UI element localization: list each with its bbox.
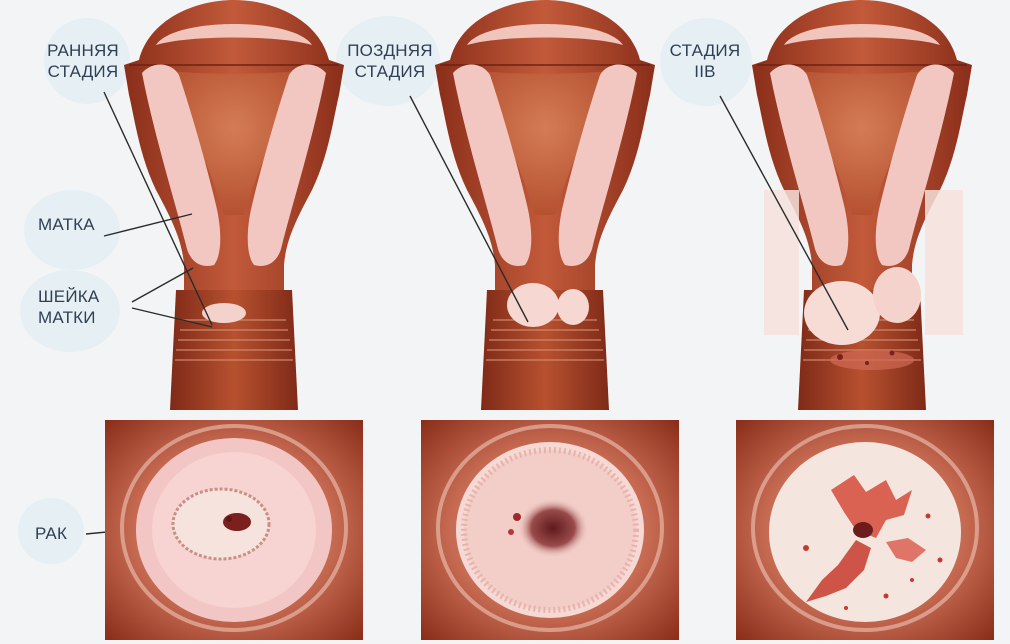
stage-iib-line-2: IIB (694, 62, 715, 81)
cervix-line-1: ШЕЙКА (38, 287, 99, 306)
cervix-label: ШЕЙКА МАТКИ (38, 286, 99, 328)
cervix-line-2: МАТКИ (38, 308, 96, 327)
late-stage-line-1: ПОЗДНЯЯ (347, 41, 432, 60)
early-stage-label: РАННЯЯ СТАДИЯ (28, 40, 138, 82)
cervix-view-late (421, 420, 679, 640)
cervix-view-early (105, 420, 363, 640)
late-stage-line-2: СТАДИЯ (355, 62, 426, 81)
stage-iib-label: СТАДИЯ IIB (650, 40, 760, 82)
cancer-label: РАК (35, 523, 67, 544)
uterus-label: МАТКА (38, 214, 95, 235)
late-stage-label: ПОЗДНЯЯ СТАДИЯ (330, 40, 450, 82)
early-stage-line-1: РАННЯЯ (47, 41, 119, 60)
stage-iib-line-1: СТАДИЯ (670, 41, 741, 60)
early-stage-line-2: СТАДИЯ (48, 62, 119, 81)
cervix-view-iib (736, 420, 994, 640)
